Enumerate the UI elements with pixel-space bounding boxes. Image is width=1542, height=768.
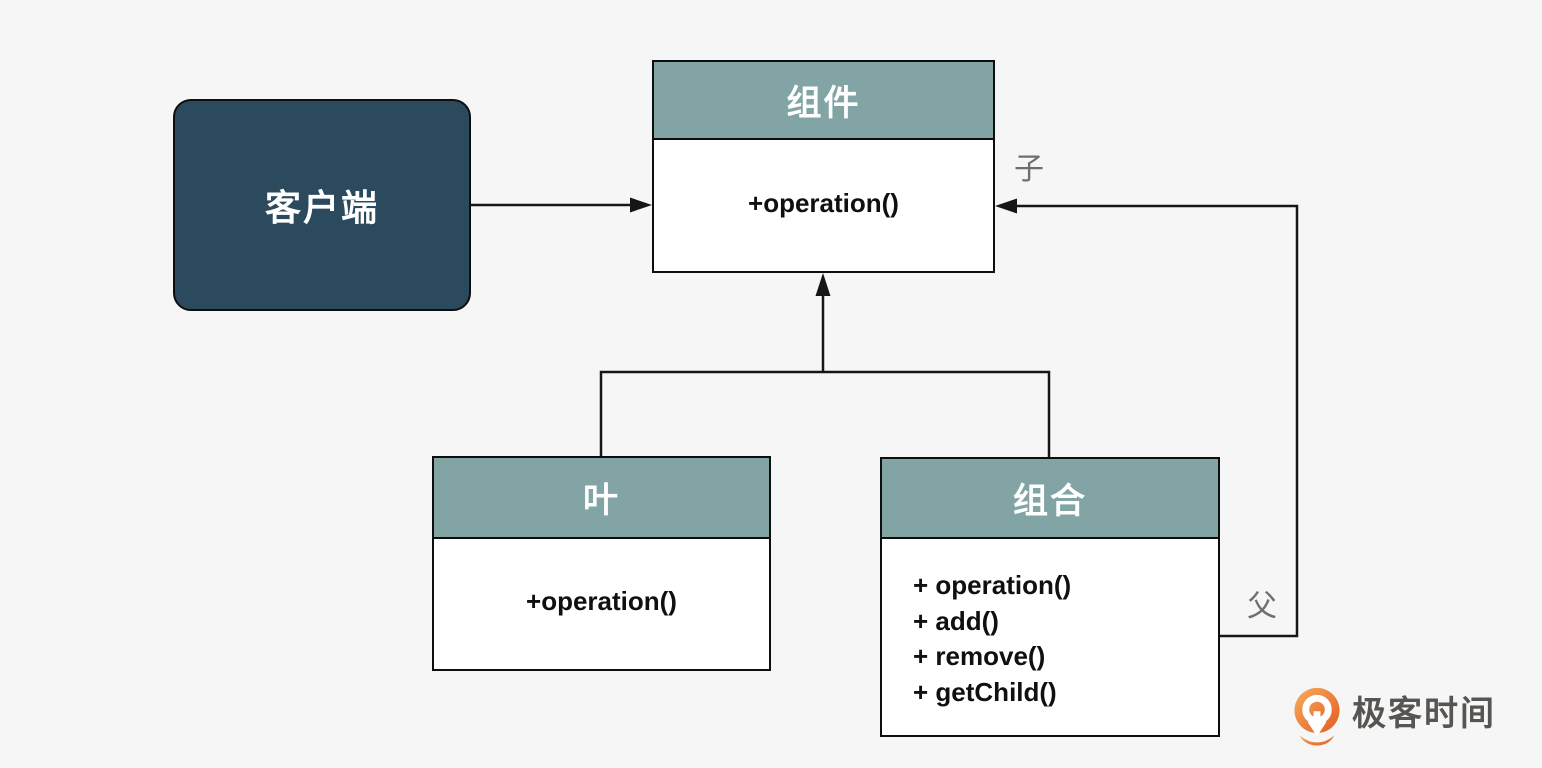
arrowhead-into-component-left xyxy=(630,197,652,213)
geektime-watermark: 极客时间 xyxy=(1291,687,1496,746)
geektime-logo-icon xyxy=(1294,687,1340,746)
client-node: 客户端 xyxy=(173,99,471,311)
leaf-class-title: 叶 xyxy=(434,458,769,539)
geektime-logo-text: 极客时间 xyxy=(1352,694,1496,733)
component-class-method: +operation() xyxy=(748,187,899,218)
child-edge-label: 子 xyxy=(1014,153,1044,186)
composite-class-methods: + operation() + add() + remove() + getCh… xyxy=(882,539,1218,710)
composite-to-component-loop-line xyxy=(1016,204,1299,638)
leaf-class-method: +operation() xyxy=(526,586,677,616)
component-class-box: 组件 +operation() xyxy=(652,60,995,273)
composite-method-remove: + remove() xyxy=(913,641,1046,671)
inheritance-rail-line xyxy=(599,370,1051,457)
composite-method-add: + add() xyxy=(913,605,999,636)
component-class-title: 组件 xyxy=(654,62,993,140)
arrowhead-into-component-right xyxy=(995,198,1017,214)
composite-method-getchild: + getChild() xyxy=(913,676,1057,707)
leaf-class-box: 叶 +operation() xyxy=(432,456,771,671)
arrowhead-into-component-bottom xyxy=(815,273,831,296)
composite-method-operation: + operation() xyxy=(913,570,1072,600)
composite-class-box: 组合 + operation() + add() + remove() + ge… xyxy=(880,457,1220,737)
client-node-label: 客户端 xyxy=(264,187,379,228)
composite-class-title: 组合 xyxy=(882,459,1218,539)
parent-edge-label: 父 xyxy=(1247,590,1277,623)
